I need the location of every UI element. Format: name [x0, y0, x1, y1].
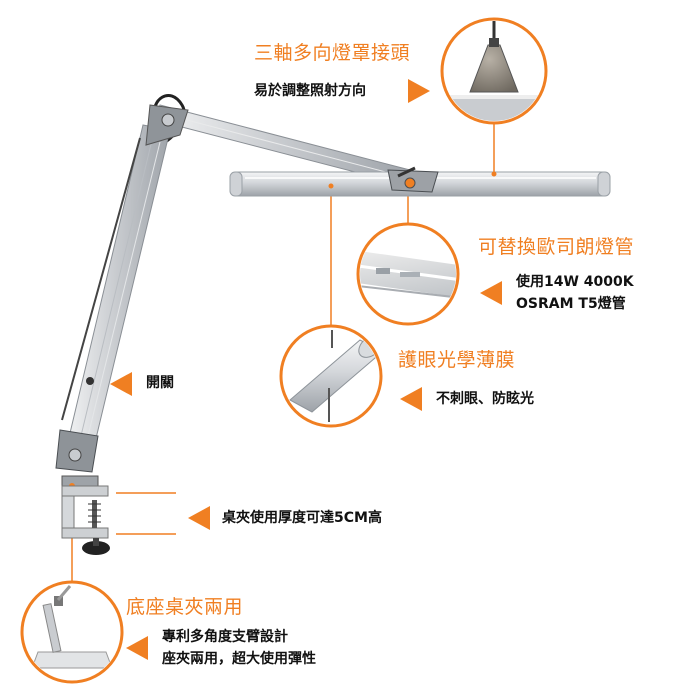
film-arrow-icon — [400, 387, 422, 411]
joint-detail-circle — [440, 17, 548, 125]
tube-desc-line-2: OSRAM T5燈管 — [516, 296, 626, 312]
film-desc: 不刺眼、防眩光 — [436, 391, 534, 407]
tube-arrow-icon — [480, 281, 502, 305]
joint-desc: 易於調整照射方向 — [254, 83, 366, 99]
base-title: 底座桌夾兩用 — [126, 596, 244, 618]
tube-detail-circle — [356, 222, 460, 326]
base-desc-line-1: 專利多角度支臂設計 — [162, 629, 288, 645]
base-detail-circle — [20, 580, 124, 684]
film-detail-circle — [279, 324, 383, 428]
switch-icon — [86, 377, 94, 385]
tube-desc-line-1: 使用14W 4000K — [516, 274, 634, 290]
head-joint — [387, 166, 439, 193]
lower-arm — [65, 124, 171, 456]
switch-arrow-icon — [110, 372, 132, 396]
tube-title: 可替換歐司朗燈管 — [478, 236, 635, 258]
elbow-joint — [145, 104, 189, 146]
base-joint — [55, 429, 99, 473]
base-arrow-icon — [126, 636, 148, 660]
clamp-desc: 桌夾使用厚度可達5CM高 — [222, 510, 382, 526]
tube-desc: 使用14W 4000K OSRAM T5燈管 — [516, 271, 634, 315]
base-desc-line-2: 座夾兩用，超大使用彈性 — [162, 651, 316, 667]
desk-clamp — [61, 475, 110, 555]
joint-title: 三軸多向燈罩接頭 — [254, 42, 411, 64]
base-desc: 專利多角度支臂設計 座夾兩用，超大使用彈性 — [162, 626, 316, 670]
film-title: 護眼光學薄膜 — [398, 349, 516, 371]
switch-label: 開關 — [146, 375, 174, 391]
clamp-arrow-icon — [188, 506, 210, 530]
joint-arrow-icon — [408, 79, 430, 103]
